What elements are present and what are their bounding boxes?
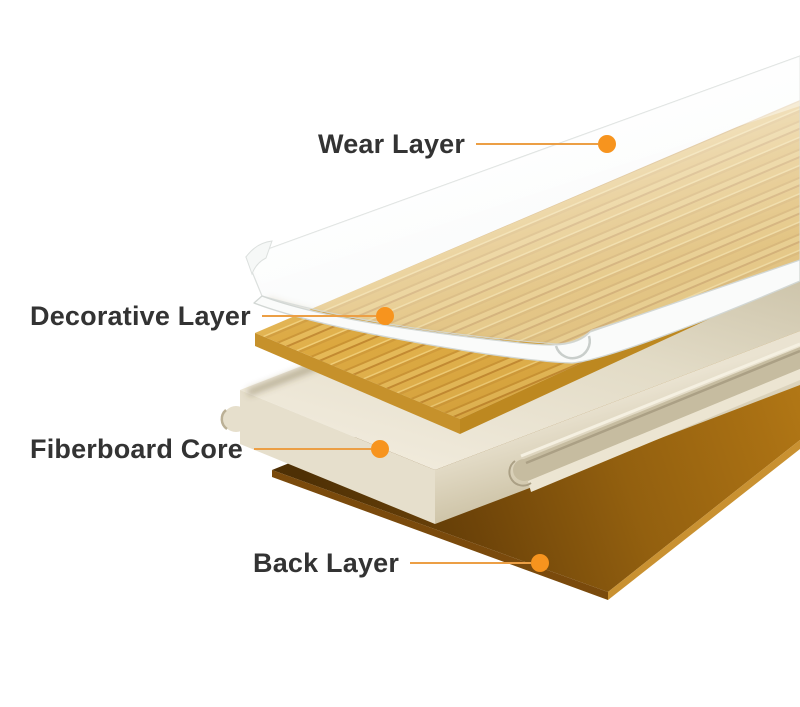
- callout-back-layer: Back Layer: [253, 544, 549, 582]
- wear-layer-dot-icon: [598, 135, 616, 153]
- fiberboard-core-dot-icon: [371, 440, 389, 458]
- wear-layer-leader-line: [476, 143, 598, 145]
- decorative-layer-leader-line: [261, 315, 376, 317]
- decorative-layer-dot-icon: [376, 307, 394, 325]
- back-layer-leader-line: [410, 562, 531, 564]
- decorative-layer-label: Decorative Layer: [30, 300, 251, 331]
- wear-layer-label: Wear Layer: [318, 128, 466, 159]
- callout-decorative-layer: Decorative Layer: [30, 297, 394, 335]
- back-layer-label: Back Layer: [253, 547, 400, 578]
- back-layer-dot-icon: [531, 554, 549, 572]
- wear-layer-illustration: [245, 55, 800, 364]
- callout-fiberboard-core: Fiberboard Core: [30, 430, 389, 468]
- callout-wear-layer: Wear Layer: [318, 125, 616, 163]
- fiberboard-core-label: Fiberboard Core: [30, 433, 244, 464]
- fiberboard-core-leader-line: [254, 448, 371, 450]
